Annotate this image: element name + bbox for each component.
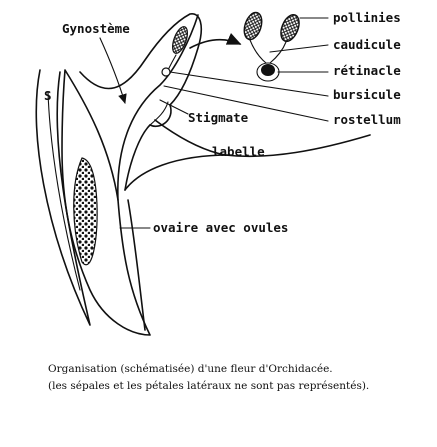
label-bursicule: bursicule: [333, 87, 401, 102]
enlarged-pollinia: [243, 11, 300, 82]
label-rostellum: rostellum: [333, 112, 401, 127]
caption-line-2: (les sépales et les pétales latéraux ne …: [48, 380, 369, 392]
label-retinacle: rétinacle: [333, 63, 401, 78]
ovary: [73, 157, 98, 266]
gynosteme-pointer: [99, 37, 127, 105]
label-pollinies: pollinies: [333, 10, 401, 25]
label-gynosteme: Gynostème: [62, 21, 130, 36]
leader-lines: [119, 17, 329, 229]
caption-line-1: Organisation (schématisée) d'une fleur d…: [48, 363, 333, 375]
sepal: [35, 69, 91, 326]
pollinium-in-column: [161, 26, 188, 77]
enlargement-arrow: [189, 32, 242, 49]
label-caudicule: caudicule: [333, 37, 401, 52]
label-labelle: labelle: [212, 144, 265, 159]
label-ovaire: ovaire avec ovules: [153, 220, 288, 235]
label-sepal: S: [44, 88, 52, 103]
column-body: [61, 13, 371, 336]
label-stigmate: Stigmate: [188, 110, 249, 125]
